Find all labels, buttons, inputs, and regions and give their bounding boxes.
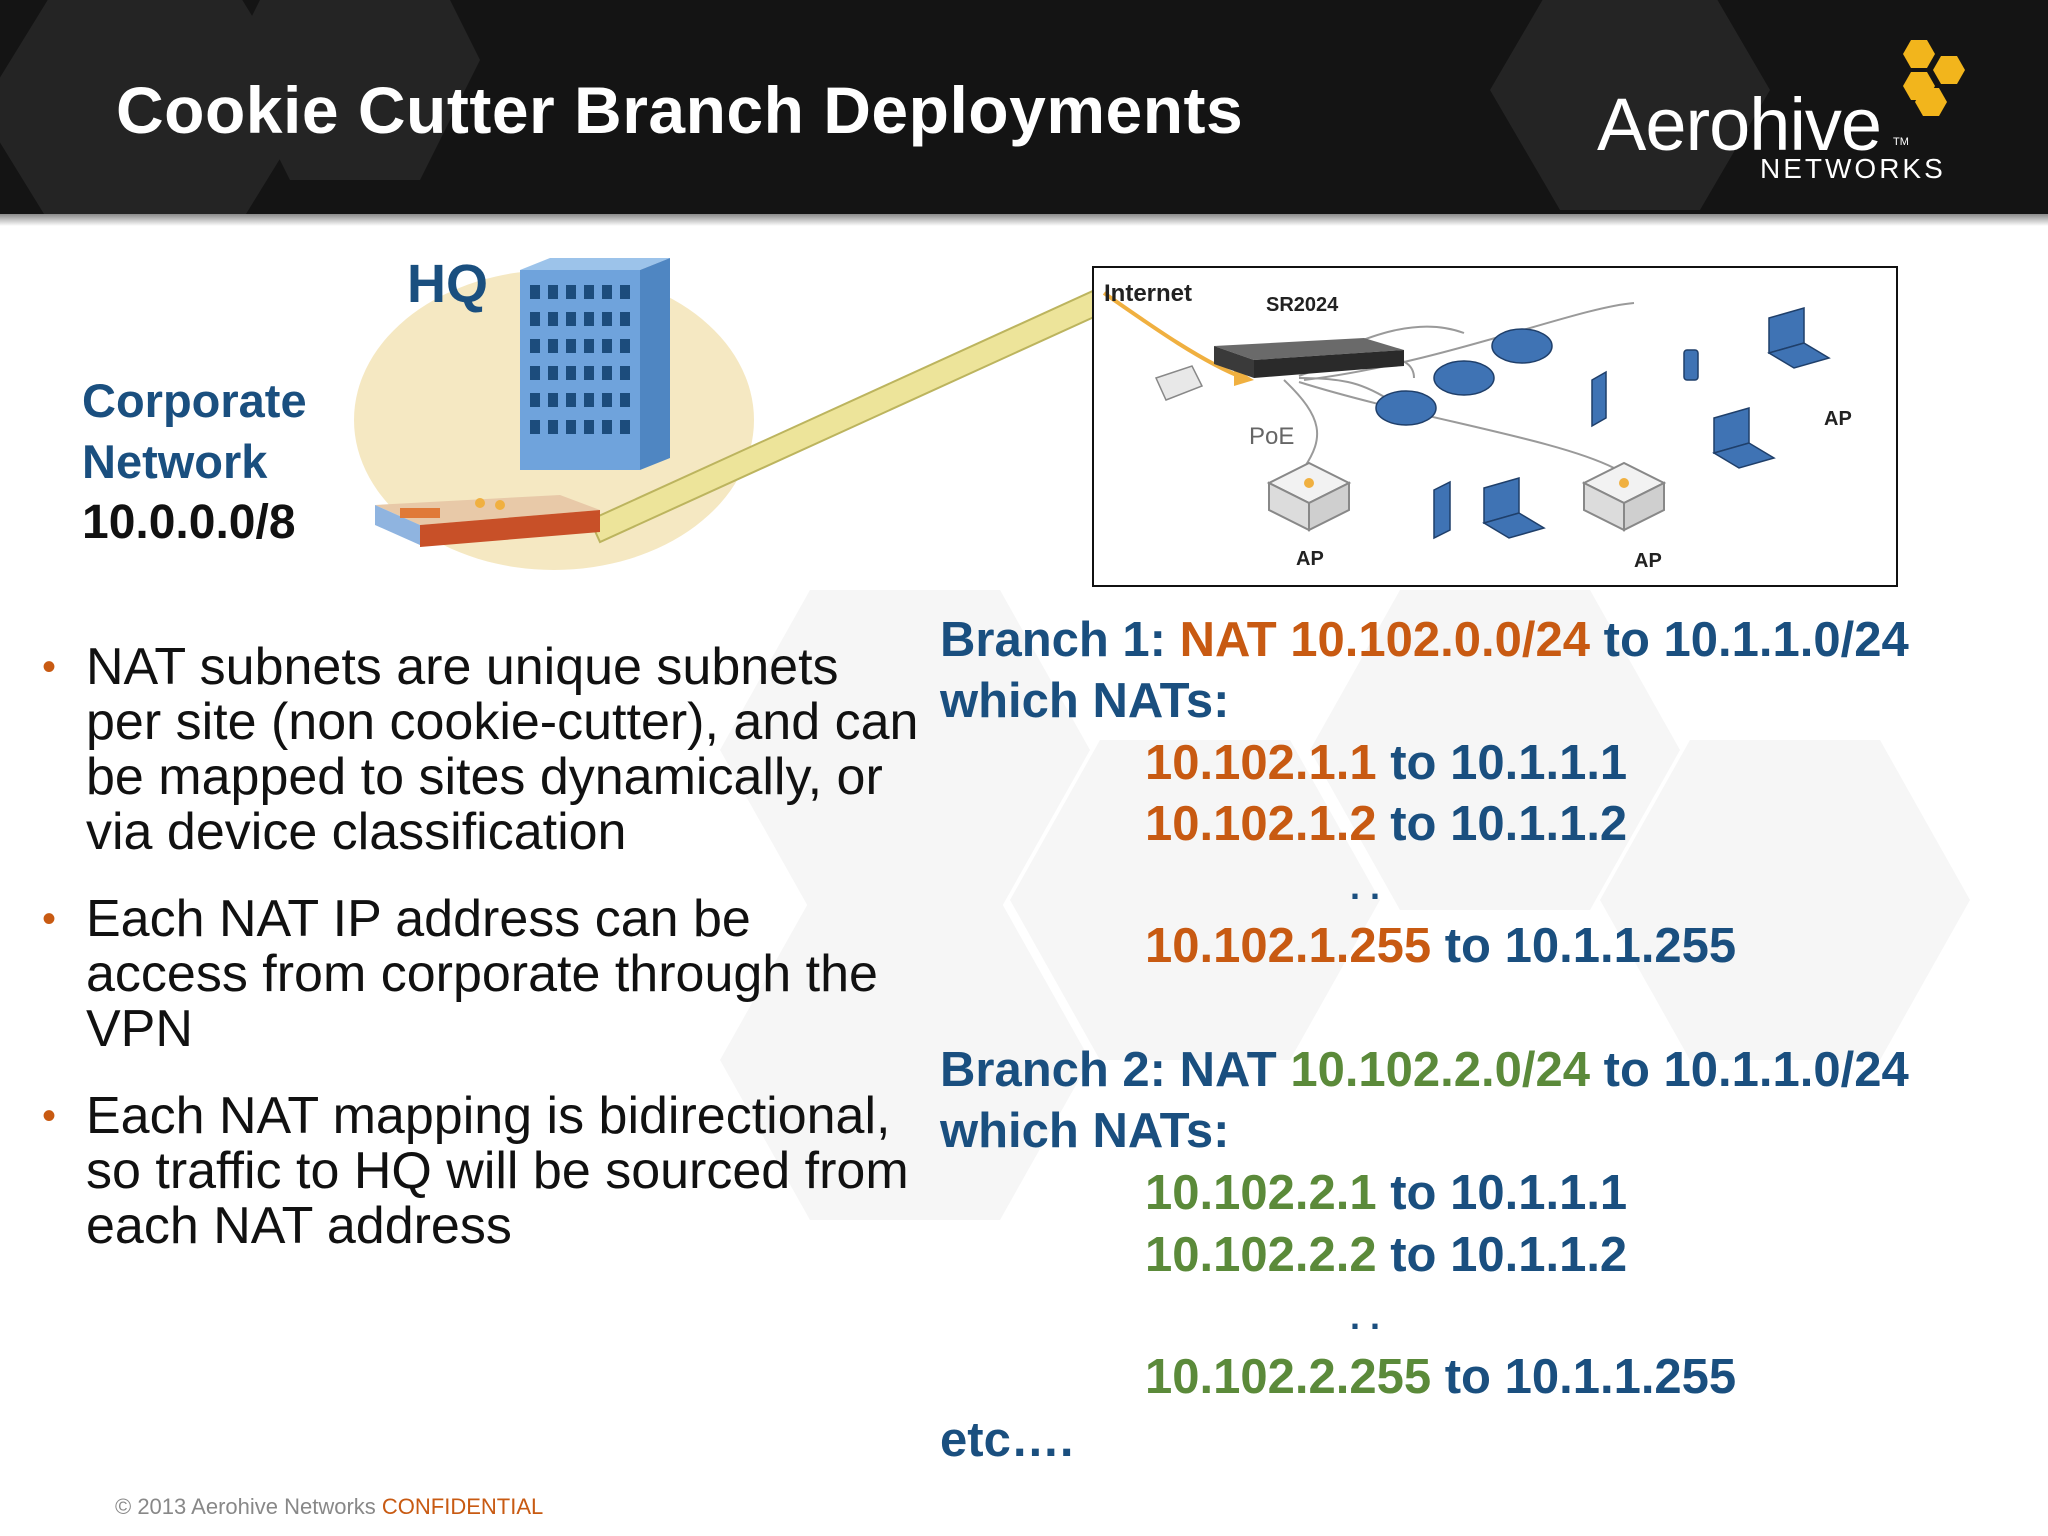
branch2-mapping-3-dst: to 10.1.1.255 — [1431, 1350, 1737, 1404]
branch1-mapping-3-src: 10.102.1.255 — [1145, 919, 1432, 973]
bullet-item: • Each NAT IP address can be access from… — [42, 892, 922, 1057]
building-icon — [520, 258, 670, 470]
hq-router-icon — [375, 495, 600, 547]
branch-network-diagram: Internet SR2024 PoE AP AP AP — [1092, 266, 1898, 587]
etc-text: etc…. — [940, 1413, 1074, 1467]
branch2-mapping-3-src: 10.102.2.255 — [1145, 1350, 1432, 1404]
branch1-mapping-2-dst: to 10.1.1.2 — [1376, 797, 1628, 851]
branch1-nat-subnet: NAT 10.102.0.0/24 — [1179, 613, 1591, 667]
footer-confidential: CONFIDENTIAL — [381, 1494, 544, 1519]
ap-top-label: AP — [1824, 408, 1852, 430]
internet-label: Internet — [1104, 280, 1193, 307]
branch2-mapping-1-dst: to 10.1.1.1 — [1376, 1166, 1628, 1220]
bullet-marker: • — [42, 1094, 57, 1138]
footer-copyright: © 2013 Aerohive Networks — [115, 1494, 382, 1519]
branch1-target: to 10.1.1.0/24 — [1590, 613, 1909, 667]
branch1-which: which NATs: — [940, 674, 1230, 728]
bullet-marker: • — [42, 897, 57, 941]
branch2-mapping-2-src: 10.102.2.2 — [1145, 1228, 1377, 1282]
bullet-item: • NAT subnets are unique subnets per sit… — [42, 640, 922, 860]
logo-trademark: TM — [1893, 136, 1909, 148]
branch1-prefix: Branch 1: — [940, 613, 1180, 667]
header-shadow — [0, 214, 2048, 226]
laptop-icons — [1482, 307, 1831, 539]
branch2-mapping-3: 10.102.2.255 to 10.1.1.255 — [1145, 1349, 1736, 1405]
access-point-right-icon — [1581, 461, 1667, 532]
bullet-item: • Each NAT mapping is bidirectional, so … — [42, 1089, 922, 1254]
bullet-text: NAT subnets are unique subnets per site … — [86, 638, 919, 861]
poe-label: PoE — [1249, 423, 1295, 450]
branch1-ellipsis: . . — [1350, 866, 1381, 907]
branch2-target: to 10.1.1.0/24 — [1590, 1043, 1909, 1097]
corporate-network-line1: Corporate — [82, 374, 307, 427]
ip-phone-icons — [1375, 328, 1553, 426]
bullet-list: • NAT subnets are unique subnets per sit… — [42, 640, 922, 1286]
corporate-network-ip: 10.0.0.0/8 — [82, 496, 296, 549]
branch1-mapping-3-dst: to 10.1.1.255 — [1431, 919, 1737, 973]
logo-subtitle: NETWORKS — [1760, 153, 1946, 184]
slide-title: Cookie Cutter Branch Deployments — [116, 73, 1244, 147]
logo-wordmark: Aerohive — [1597, 83, 1882, 166]
branch2-mapping-2-dst: to 10.1.1.2 — [1376, 1228, 1628, 1282]
branch1-mapping-2: 10.102.1.2 to 10.1.1.2 — [1145, 796, 1627, 852]
branch2-ellipsis: . . — [1350, 1296, 1381, 1337]
access-point-left-icon — [1266, 461, 1352, 532]
branch1-mapping-1-dst: to 10.1.1.1 — [1376, 736, 1628, 790]
branch2-nat-subnet: 10.102.2.0/24 — [1290, 1043, 1591, 1097]
branch1-mapping-1: 10.102.1.1 to 10.1.1.1 — [1145, 735, 1627, 791]
branch2-mapping-1-src: 10.102.2.1 — [1145, 1166, 1377, 1220]
honeycomb-logo-icon — [1903, 40, 1965, 116]
sr2024-label: SR2024 — [1266, 294, 1339, 316]
branch2-mapping-2: 10.102.2.2 to 10.1.1.2 — [1145, 1227, 1627, 1283]
branch2-mapping-1: 10.102.2.1 to 10.1.1.1 — [1145, 1165, 1627, 1221]
branch2-which: which NATs: — [940, 1104, 1230, 1158]
hq-illustration — [354, 258, 1107, 570]
branch-diagram-graphics — [1102, 291, 1831, 540]
ap-left-label: AP — [1296, 548, 1324, 570]
ap-right-label: AP — [1634, 550, 1662, 572]
branch1-mapping-1-src: 10.102.1.1 — [1145, 736, 1377, 790]
branch1-mapping-3: 10.102.1.255 to 10.1.1.255 — [1145, 918, 1736, 974]
bullet-text: Each NAT mapping is bidirectional, so tr… — [86, 1087, 909, 1255]
slide-header: Cookie Cutter Branch Deployments Aerohiv… — [0, 0, 2048, 214]
bullet-text: Each NAT IP address can be access from c… — [86, 890, 878, 1058]
mobile-device-icons — [1433, 349, 1699, 540]
sr2024-router-icon — [1214, 338, 1404, 378]
corporate-network-line2: Network — [82, 435, 268, 488]
slide-footer: © 2013 Aerohive Networks CONFIDENTIAL — [115, 1494, 543, 1520]
header-hexagon-pattern — [0, 0, 1770, 214]
branch1-mapping-2-src: 10.102.1.2 — [1145, 797, 1377, 851]
bullet-marker: • — [42, 645, 57, 689]
branch2-prefix: Branch 2: NAT — [940, 1043, 1291, 1097]
branch1-heading: Branch 1: NAT 10.102.0.0/24 to 10.1.1.0/… — [940, 612, 1909, 668]
corporate-network-label: Corporate Network — [82, 370, 307, 492]
branch2-heading: Branch 2: NAT 10.102.2.0/24 to 10.1.1.0/… — [940, 1042, 1909, 1098]
hq-label: HQ — [407, 254, 488, 314]
modem-icon — [1154, 365, 1204, 401]
